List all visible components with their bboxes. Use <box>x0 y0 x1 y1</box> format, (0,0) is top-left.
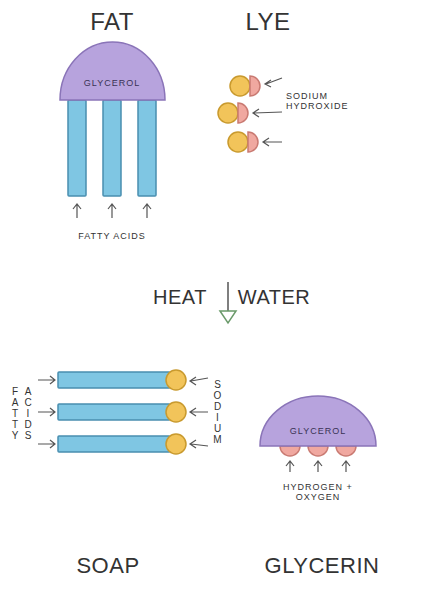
vertical-letters: SODIUM <box>213 379 223 445</box>
condition-label: WATER <box>238 286 311 309</box>
product-label: SOAP <box>76 553 139 578</box>
heading: FAT <box>90 8 134 36</box>
dome-outline <box>60 42 165 100</box>
soap-molecules <box>58 370 186 454</box>
lye-molecules <box>218 76 260 152</box>
fatty-acid-bars <box>68 100 156 196</box>
hydroxide-caps <box>280 446 356 456</box>
glycerol-dome: GLYCEROL <box>60 42 165 100</box>
molecule-name: GLYCEROL <box>60 78 165 88</box>
vertical-letters: ACIDS <box>24 386 34 441</box>
product-label: GLYCERIN <box>265 553 380 578</box>
glycerol-dome: GLYCEROL <box>260 396 376 446</box>
part-label: SODIUM <box>213 379 223 445</box>
part-label: SODIUM HYDROXIDE <box>286 91 356 112</box>
condition-label: HEAT <box>153 286 207 309</box>
heading: LYE <box>245 8 290 36</box>
dome-outline <box>260 396 376 446</box>
part-label: FATTY ACIDS <box>11 386 34 441</box>
part-label: FATTY ACIDS <box>78 231 146 241</box>
molecule-name: GLYCEROL <box>260 426 376 436</box>
vertical-letters: FATTY <box>11 386 21 441</box>
reaction-arrow <box>220 282 236 323</box>
part-label: HYDROGEN + OXYGEN <box>278 482 358 503</box>
